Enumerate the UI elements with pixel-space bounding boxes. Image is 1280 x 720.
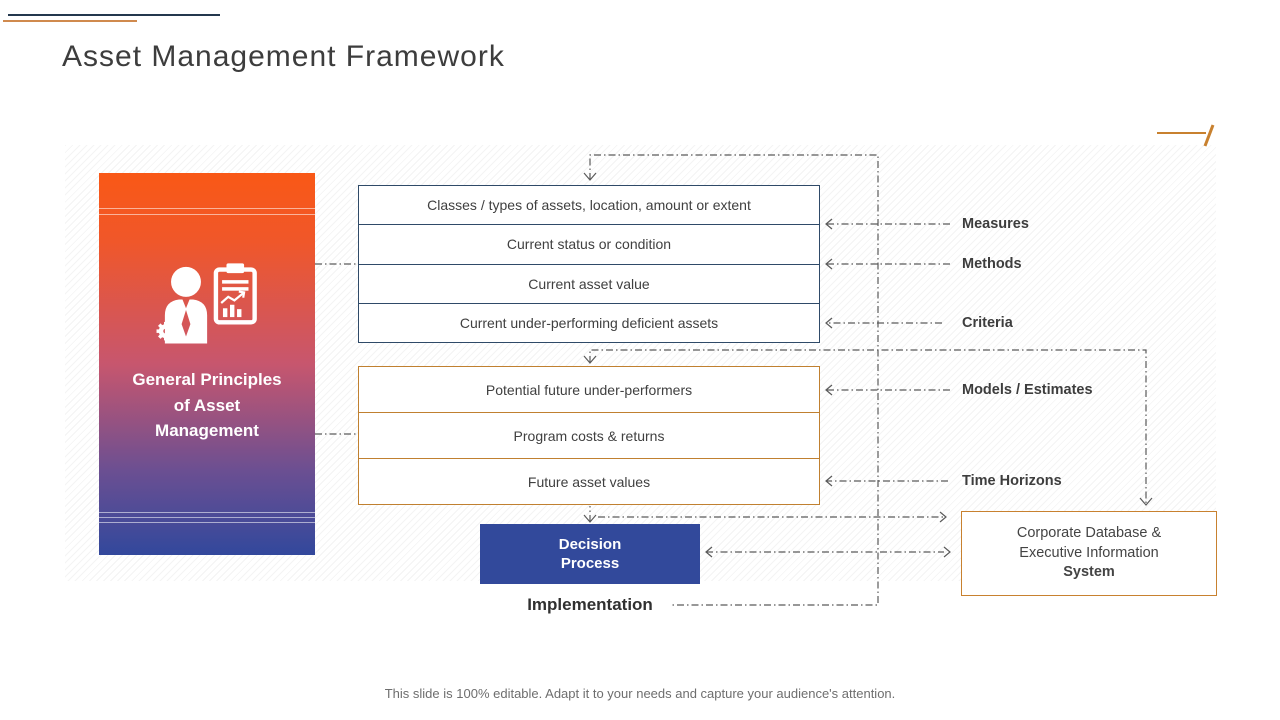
side-label-methods: Methods — [962, 256, 1022, 272]
label-line-bold: System — [1063, 564, 1115, 581]
list-item: Potential future under-performers — [359, 367, 819, 412]
page-title: Asset Management Framework — [62, 40, 505, 73]
list-item: Current status or condition — [359, 224, 819, 264]
general-principles-label: General Principles of Asset Management — [99, 367, 315, 444]
decision-process-label: Decision Process — [559, 535, 622, 574]
label-line: Executive Information — [1019, 544, 1159, 561]
list-item: Current under-performing deficient asset… — [359, 302, 819, 342]
list-item: Classes / types of assets, location, amo… — [359, 186, 819, 225]
implementation-label: Implementation — [527, 595, 653, 614]
divider — [99, 522, 315, 523]
divider — [99, 208, 315, 209]
divider — [99, 214, 315, 215]
label-line: Decision — [558, 535, 622, 553]
side-label-time-horizons: Time Horizons — [962, 473, 1062, 489]
list-item: Program costs & returns — [359, 412, 819, 458]
label-line: Corporate Database & — [1016, 525, 1162, 542]
divider — [99, 517, 315, 518]
label-line: Management — [155, 421, 259, 440]
decor-corner-orange — [1157, 124, 1215, 147]
list-item: Future asset values — [359, 458, 819, 504]
list-item: Current asset value — [359, 263, 819, 303]
analyst-clipboard-icon — [149, 259, 267, 347]
side-label-models-estimates: Models / Estimates — [962, 382, 1093, 398]
corporate-database-box: Corporate Database & Executive Informati… — [961, 511, 1217, 596]
label-line: Process — [560, 555, 620, 572]
current-state-group: Classes / types of assets, location, amo… — [358, 185, 820, 343]
decor-line-orange — [3, 20, 137, 22]
future-state-group: Potential future under-performers Progra… — [358, 366, 820, 505]
side-label-criteria: Criteria — [962, 315, 1013, 331]
footer-note: This slide is 100% editable. Adapt it to… — [384, 686, 896, 701]
divider — [99, 512, 315, 513]
general-principles-panel: General Principles of Asset Management — [99, 173, 315, 555]
label-line: General Principles — [132, 370, 282, 389]
side-label-measures: Measures — [962, 216, 1029, 232]
decision-process-box: Decision Process — [480, 524, 700, 584]
decor-line-navy — [8, 14, 220, 16]
label-line: of Asset — [173, 395, 241, 415]
